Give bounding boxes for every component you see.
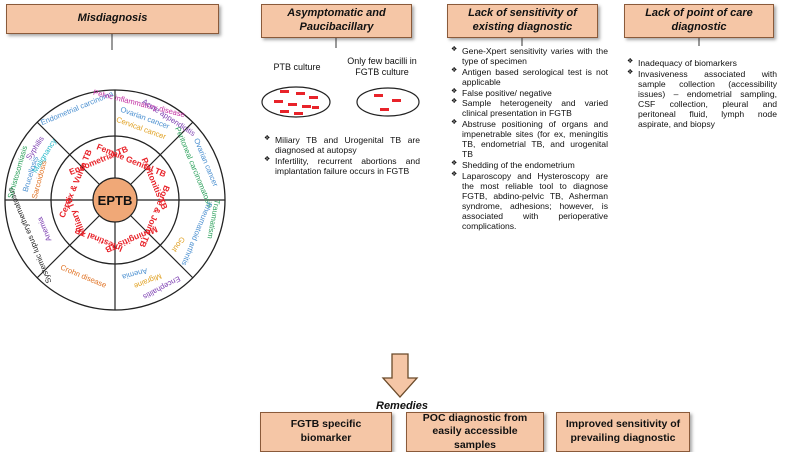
remedy-fgtb-biomarker: FGTB specific biomarker [260,412,392,452]
lack-sensitivity-header: Lack of sensitivity of existing diagnost… [447,4,598,38]
asymptomatic-header-line1: Asymptomatic and [287,7,386,20]
poc-bullets: Inadequacy of biomarkers Invasiveness as… [627,58,777,130]
wheel-spokes [5,90,225,310]
remedy-improved-sensitivity: Improved sensitivity of prevailing diagn… [556,412,690,452]
culture-dishes [261,86,420,118]
eptb-center [92,177,138,223]
remedy-fgtb-biomarker-text: FGTB specific biomarker [290,418,362,444]
fgtb-culture-label: Only few bacilli in FGTB culture [342,56,422,78]
sensitivity-bullets: Gene-Xpert sensitivity varies with the t… [451,46,608,232]
fgtb-dish [356,87,420,117]
asymptomatic-bullet-1: Miliary TB and Urogenital TB are diagnos… [264,135,420,155]
poc-bullet-2: Invasiveness associated with sample coll… [627,69,777,130]
remedies-title: Remedies [376,400,428,412]
remedy-poc-diagnostic-text: POC diagnostic from easily accessible sa… [422,411,528,451]
sensitivity-bullet-7: Laparoscopy and Hysteroscopy are the mos… [451,171,608,232]
down-arrow [381,353,419,398]
misdiagnosis-header-text: Misdiagnosis [77,12,148,25]
eptb-wheel: EPTB Female Genital TB Peritonitis TB Bo… [4,88,226,311]
sensitivity-bullet-5: Abstruse positioning of organs and impen… [451,119,608,160]
misdiagnosis-header: Misdiagnosis [6,4,219,34]
poc-bullet-1: Inadequacy of biomarkers [627,58,777,68]
remedy-improved-sensitivity-text: Improved sensitivity of prevailing diagn… [565,418,681,444]
asymptomatic-header-line2: Paucibacillary [299,21,374,33]
ptb-dish [261,86,331,118]
ptb-culture-label: PTB culture [273,62,321,72]
asymptomatic-bullet-2: Infertility, recurrent abortions and imp… [264,156,420,176]
lack-poc-header-line2: diagnostic [671,21,727,33]
remedy-poc-diagnostic: POC diagnostic from easily accessible sa… [406,412,544,452]
sensitivity-bullet-4: Sample heterogeneity and varied clinical… [451,98,608,118]
sensitivity-bullet-1: Gene-Xpert sensitivity varies with the t… [451,46,608,66]
lack-sensitivity-header-line1: Lack of sensitivity of [468,7,577,20]
fgtb-culture-label-line1: Only few bacilli in [347,56,417,66]
asymptomatic-header: Asymptomatic and Paucibacillary [261,4,412,38]
lack-poc-header-line1: Lack of point of care [645,7,753,20]
fgtb-culture-label-line2: FGTB culture [355,66,409,77]
sensitivity-bullet-2: Antigen based serological test is not ap… [451,67,608,87]
lack-sensitivity-header-line2: existing diagnostic [472,21,573,33]
eptb-center-label: EPTB [98,193,133,208]
sensitivity-bullet-3: False positive/ negative [451,88,608,98]
asymptomatic-bullets: Miliary TB and Urogenital TB are diagnos… [264,135,420,177]
lack-poc-header: Lack of point of care diagnostic [624,4,774,38]
sensitivity-bullet-6: Shedding of the endometrium [451,160,608,170]
